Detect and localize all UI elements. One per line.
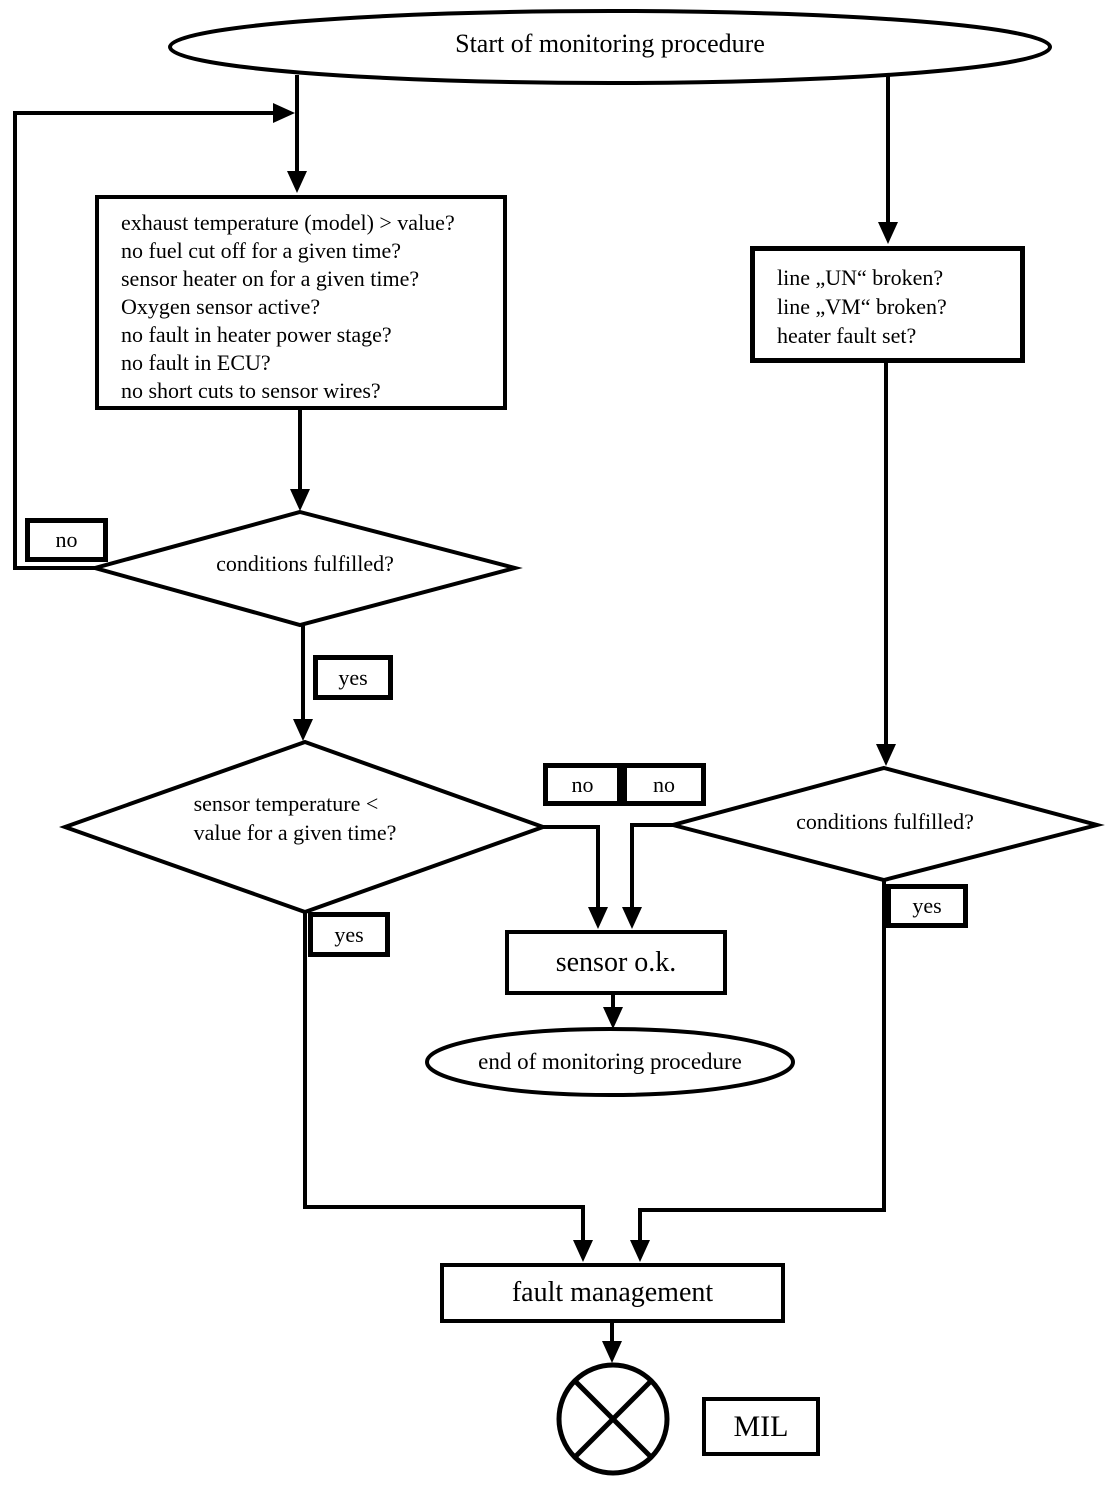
yes-label-box-decision1: yes [313,655,393,700]
no-label-box-decision-right: no [622,763,706,806]
connector-decision2-yes-to-fault [303,912,593,1262]
decision-conditions-right-label: conditions fulfilled? [796,809,974,834]
entry-conditions-box: exhaust temperature (model) > value? no … [95,195,507,410]
decision-sensor-temp-line1: sensor temperature < [193,791,379,816]
connector-decision-right-yes-to-fault [630,880,886,1262]
entry-condition-line: no short cuts to sensor wires? [121,378,381,403]
connector-no-feedback-loop [13,103,295,570]
heater-condition-line: line „VM“ broken? [777,294,947,319]
fault-management-box: fault management [440,1263,785,1323]
connector-decision2-no-to-sensor-ok [543,825,608,929]
mil-lamp-cross-line-2 [573,1379,653,1459]
entry-condition-line: no fault in heater power stage? [121,322,392,347]
end-label: end of monitoring procedure [478,1049,742,1074]
start-ellipse [168,9,1052,85]
end-ellipse [425,1027,795,1097]
decision-diamond-conditions-left [87,509,523,628]
heater-conditions-box: line „UN“ broken? line „VM“ broken? heat… [750,246,1025,363]
entry-condition-line: sensor heater on for a given time? [121,266,420,291]
connector-decision-right-no-to-sensor-ok [622,823,673,929]
no-label-box-decision2: no [543,763,622,806]
decision-conditions-left-label: conditions fulfilled? [216,551,394,576]
sensor-ok-box: sensor o.k. [505,930,727,995]
no-label-box-decision1: no [25,518,108,562]
decision-sensor-temp-label: sensor temperature < value for a given t… [115,789,475,847]
yes-label-box-decision-right: yes [886,884,968,928]
entry-condition-line: no fault in ECU? [121,350,271,375]
entry-condition-line: Oxygen sensor active? [121,294,321,319]
heater-condition-line: heater fault set? [777,323,917,348]
entry-condition-line: no fuel cut off for a given time? [121,238,401,263]
heater-condition-line: line „UN“ broken? [777,265,944,290]
mil-label-box: MIL [702,1397,820,1456]
start-label: Start of monitoring procedure [455,29,765,58]
decision-sensor-temp-line2: value for a given time? [193,820,397,845]
entry-condition-line: exhaust temperature (model) > value? [121,210,455,235]
yes-label-box-decision2: yes [308,912,390,957]
